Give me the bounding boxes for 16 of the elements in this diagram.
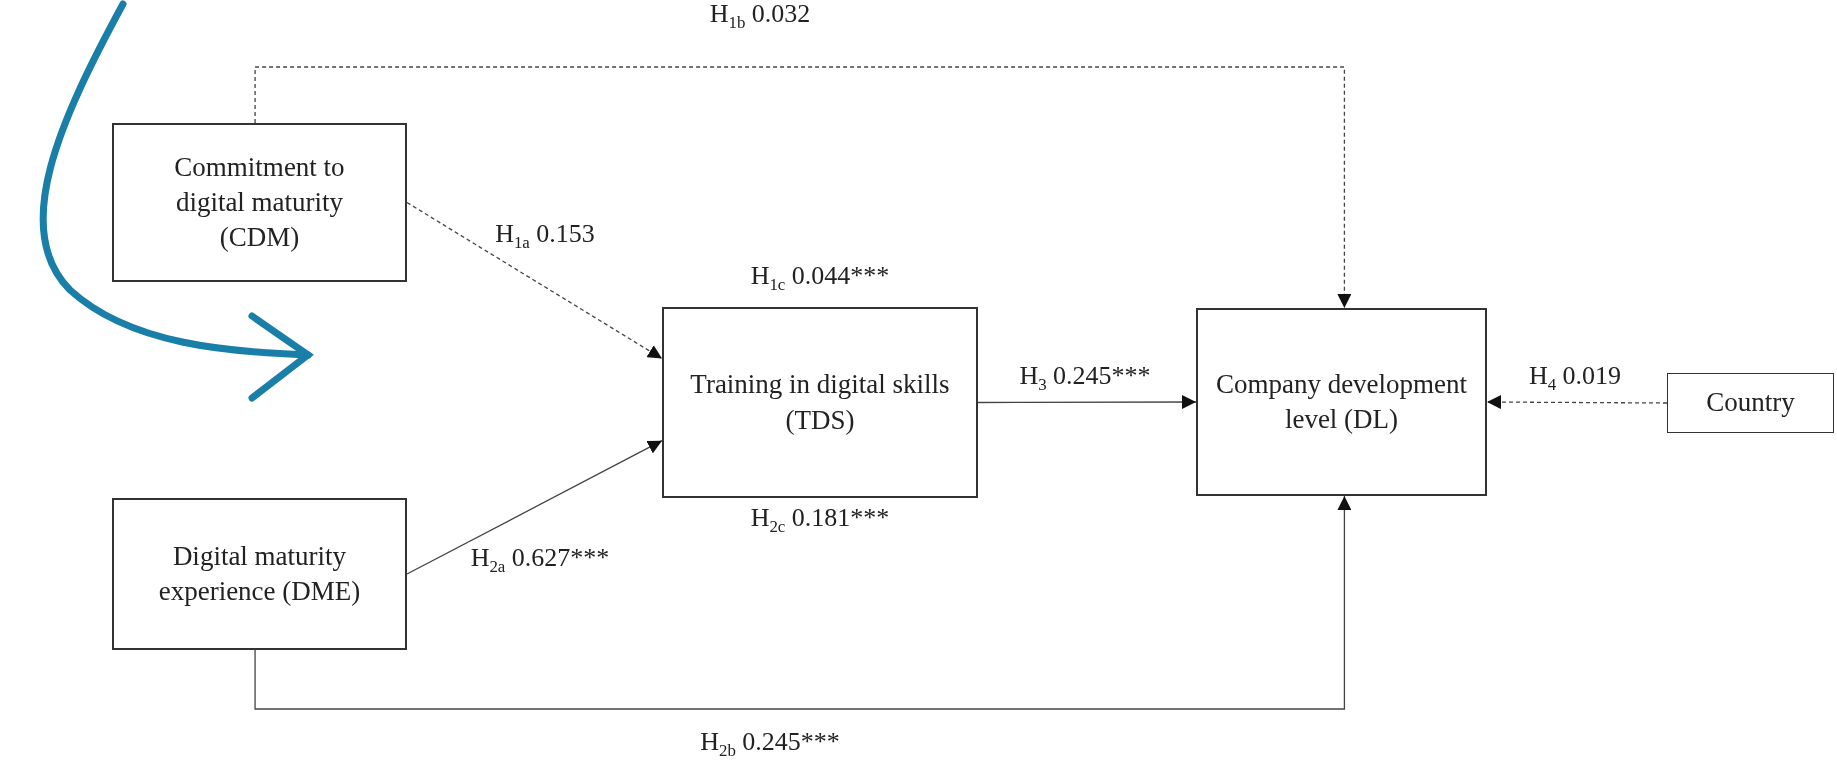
- construct-name: Digital maturity experience (DME): [157, 539, 362, 608]
- construct-box: [1196, 308, 1487, 496]
- construct-box: [662, 307, 978, 498]
- arrow: [254, 66, 1352, 309]
- construct-name: Training in digital skills (TDS): [689, 368, 951, 437]
- construct-box: [1667, 373, 1834, 433]
- arrow: [406, 440, 663, 575]
- arrow: [254, 495, 1352, 710]
- arrow: [977, 395, 1197, 410]
- arrow: [1486, 395, 1668, 410]
- construct-name: Company development level (DL): [1214, 367, 1469, 436]
- construct-name: Commitment to digital maturity (CDM): [173, 150, 346, 255]
- construct-box: [112, 123, 407, 282]
- construct-name: Country: [1706, 386, 1795, 420]
- arrow: [406, 201, 663, 360]
- construct-box: [112, 498, 407, 650]
